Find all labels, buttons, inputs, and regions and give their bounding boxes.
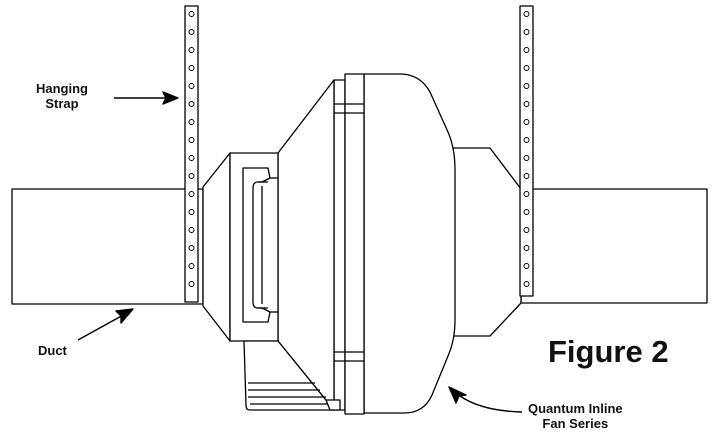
electrical-box — [243, 340, 335, 411]
hanging-strap-line1: Hanging — [36, 81, 88, 96]
fan-series-line1: Quantum Inline — [528, 401, 623, 416]
left-duct — [11, 188, 204, 305]
hanging-strap-line2: Strap — [45, 95, 79, 111]
right-duct — [520, 188, 708, 304]
fan-series-line2: Fan Series — [542, 415, 609, 431]
fan-flange-outer — [344, 73, 365, 415]
fan-housing — [363, 73, 456, 414]
hanging-strap-label: Hanging Strap — [36, 81, 88, 112]
left-collar — [202, 152, 231, 342]
figure-caption: Figure 2 — [548, 334, 669, 369]
duct-arrow — [77, 308, 134, 341]
duct-label: Duct — [38, 343, 67, 358]
fan-series-arrow — [448, 386, 523, 413]
right-hanging-strap — [519, 5, 534, 297]
fan-series-label: Quantum Inline Fan Series — [528, 401, 623, 432]
hanging-strap-arrow — [114, 91, 179, 105]
left-hanging-strap — [184, 5, 199, 303]
right-collar — [450, 147, 522, 337]
